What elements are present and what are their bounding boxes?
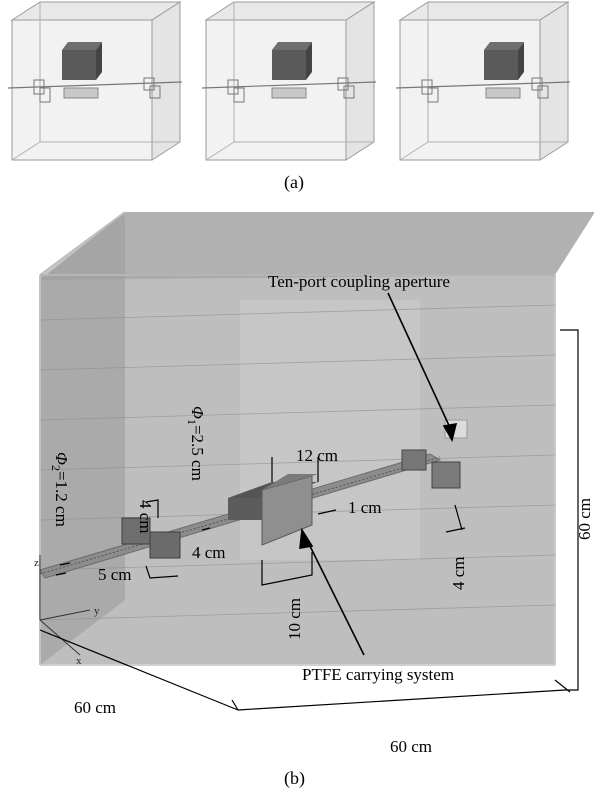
axis-label-z: z	[34, 557, 39, 569]
svg-text:Φ1=2.5 cm: Φ1=2.5 cm	[185, 406, 207, 481]
right-block-back	[401, 449, 427, 471]
dim-5	[145, 565, 179, 579]
dim-left-60	[39, 629, 239, 711]
label-ptfe: PTFE carrying system	[302, 665, 454, 684]
ptfe-arrow-head	[299, 527, 314, 549]
block-front	[62, 50, 96, 80]
port-right-b	[537, 85, 549, 99]
aperture-arrow-head	[442, 423, 458, 443]
carrier	[485, 87, 521, 99]
cube-top-face	[204, 1, 376, 21]
label-60cm-bottom: 60 cm	[390, 737, 432, 756]
block-side	[518, 42, 524, 80]
dim-10	[261, 552, 313, 586]
label-60cm-left: 60 cm	[74, 698, 116, 717]
port-right-a	[143, 77, 155, 91]
dim-top-4	[145, 499, 159, 518]
dim-right-60	[560, 329, 579, 691]
label-aperture: Ten-port coupling aperture	[268, 272, 450, 291]
rod-line	[7, 81, 183, 89]
label-10cm: 10 cm	[285, 598, 304, 640]
carrier	[271, 87, 307, 99]
port-right-a	[337, 77, 349, 91]
dim-phi2	[59, 562, 71, 566]
port-left-b	[427, 87, 439, 103]
left-block-front	[149, 531, 181, 559]
port-left-a	[33, 79, 45, 95]
label-4cm-top: 4 cm	[136, 500, 155, 534]
port-left-b	[233, 87, 245, 103]
label-phi2: Φ2=1.2 cm	[49, 452, 71, 527]
label-4cm-right: 4 cm	[449, 556, 468, 590]
axis-label-x: x	[76, 655, 82, 667]
figure-b: Ten-port coupling aperture PTFE carrying…	[0, 200, 594, 795]
cube-top-face	[398, 1, 570, 21]
right-block-front	[431, 461, 461, 489]
cube-side-face	[539, 1, 569, 161]
sample-front	[228, 498, 270, 520]
cube-side-face	[151, 1, 181, 161]
block-top	[272, 42, 312, 50]
cavity-left-face	[40, 212, 125, 665]
label-60cm-right: 60 cm	[575, 498, 594, 540]
label-12cm: 12 cm	[296, 446, 338, 465]
arrows	[299, 292, 458, 656]
block-side	[306, 42, 312, 80]
dim-bottom-60	[237, 689, 566, 711]
cube-top-face	[10, 1, 182, 21]
port-right-b	[149, 85, 161, 99]
label-phi1: Φ1=2.5 cm	[185, 406, 207, 481]
rod-line	[201, 81, 377, 89]
block-side	[96, 42, 102, 80]
block-front	[484, 50, 518, 80]
figure-b-diagram: Ten-port coupling aperture PTFE carrying…	[34, 211, 594, 756]
panel-a2	[201, 1, 377, 161]
port-left-b	[39, 87, 51, 103]
block-top	[62, 42, 102, 50]
dim-1	[317, 509, 337, 515]
cube-side-face	[345, 1, 375, 161]
panel-a3	[395, 1, 571, 161]
label-1cm: 1 cm	[348, 498, 382, 517]
rod-line	[395, 81, 571, 89]
panel-a1	[7, 1, 183, 161]
aperture-arrow-shaft	[387, 292, 453, 433]
dimension-lines	[39, 329, 579, 711]
caption-a: (a)	[284, 172, 304, 192]
block-front	[272, 50, 306, 80]
port-right-a	[531, 77, 543, 91]
svg-text:Φ2=1.2 cm: Φ2=1.2 cm	[49, 452, 71, 527]
caption-b: (b)	[284, 768, 305, 788]
dim-phi1	[201, 527, 211, 531]
axis-label-y: y	[94, 605, 100, 617]
dim-right-4	[454, 504, 463, 531]
ptfe-arrow-shaft	[305, 537, 365, 656]
figure-a-panels	[7, 1, 571, 161]
figure-a: (a)	[0, 0, 594, 200]
label-5cm: 5 cm	[98, 565, 132, 584]
port-left-a	[421, 79, 433, 95]
label-4cm-mid: 4 cm	[192, 543, 226, 562]
carrier	[63, 87, 99, 99]
port-right-b	[343, 85, 355, 99]
left-block-back	[121, 517, 151, 545]
cavity-top-face	[40, 212, 594, 280]
block-top	[484, 42, 524, 50]
port-left-a	[227, 79, 239, 95]
